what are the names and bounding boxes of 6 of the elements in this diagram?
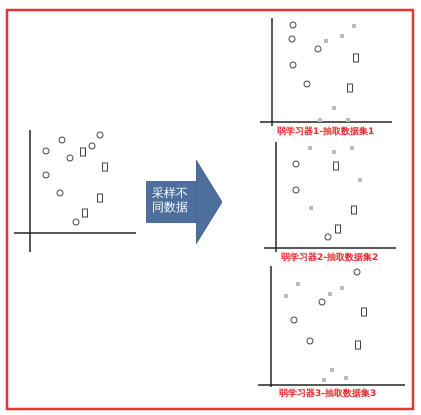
plot-caption: 弱学习器2-抽取数据集2 <box>280 254 380 263</box>
plot-caption: 弱学习器1-抽取数据集1 <box>276 128 376 137</box>
plot-caption: 弱学习器3-抽取数据集3 <box>278 390 378 399</box>
scatter-plot-drawing <box>258 264 406 387</box>
block-arrow <box>146 160 222 244</box>
arrow-label: 采样不同数据 <box>152 186 189 215</box>
